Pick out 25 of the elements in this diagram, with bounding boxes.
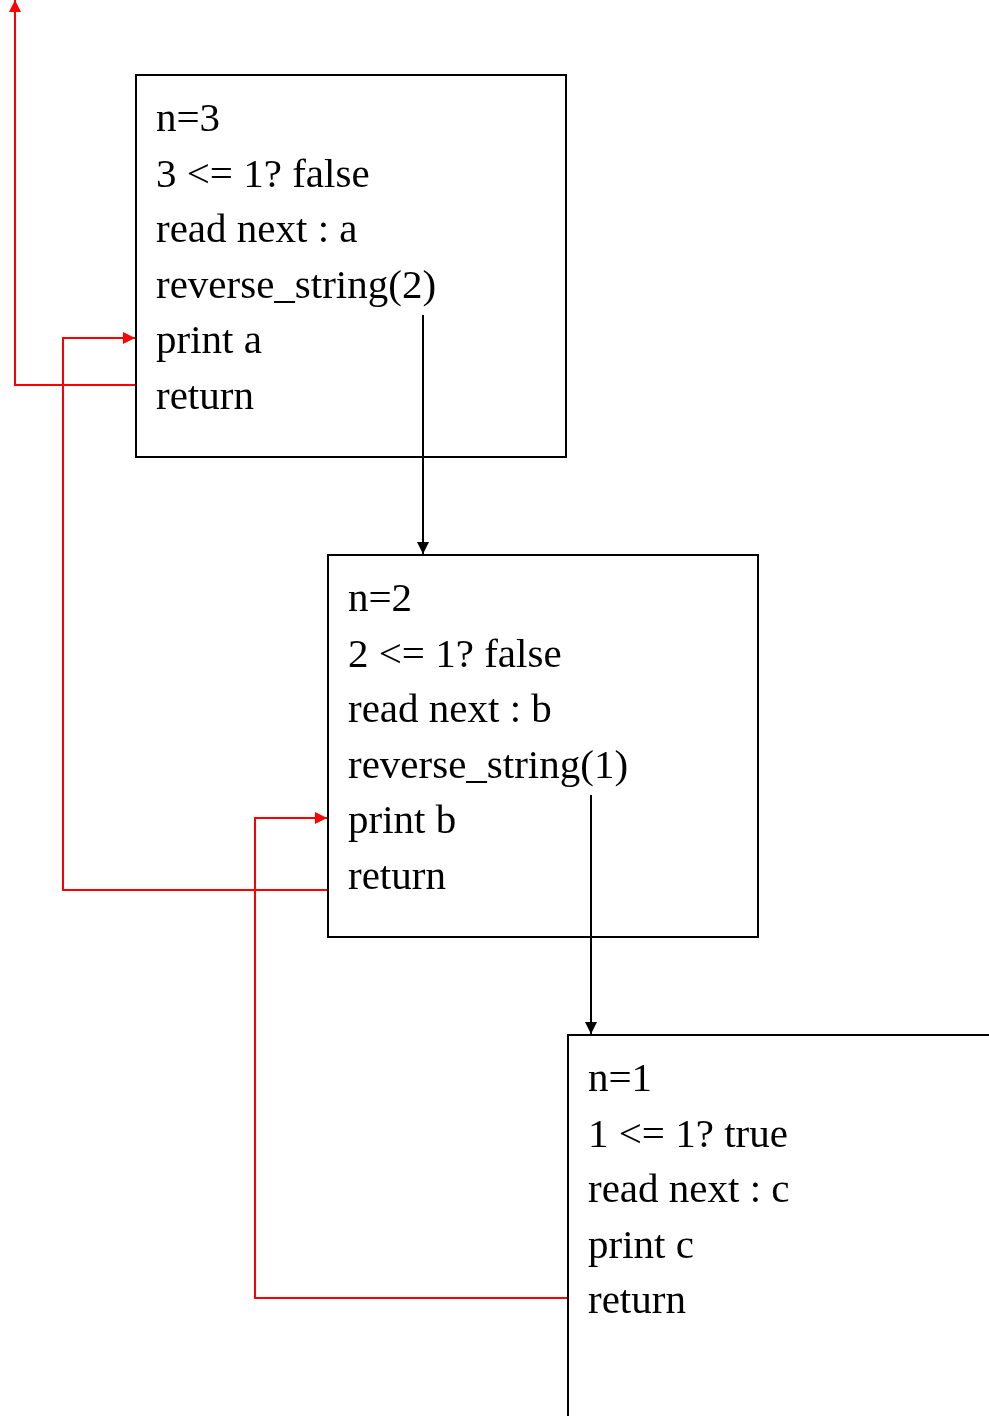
code-line: return [348,850,446,900]
process-box [135,74,567,458]
code-line: n=1 [588,1053,653,1102]
code-line: n=2 [348,573,413,622]
code-line: print b [348,795,457,844]
return-arrow [9,0,136,386]
code-line: print c [588,1219,694,1269]
code-line: print a [156,315,262,364]
code-line: read next : c [588,1164,790,1213]
code-line: 3 <= 1? false [156,148,370,198]
return-arrow [254,812,568,1299]
code-line: return [588,1275,686,1324]
code-line: return [156,370,254,420]
code-line: 1 <= 1? true [588,1108,788,1158]
code-line: reverse_string(1) [348,739,629,789]
return-arrow [62,332,328,891]
code-line: 2 <= 1? false [348,628,562,678]
process-box [327,554,759,938]
code-line: read next : b [348,684,552,733]
code-line: n=3 [156,93,221,142]
code-line: reverse_string(2) [156,259,437,309]
process-box [567,1034,989,1416]
call-arrow [585,794,597,1035]
call-arrow [417,314,429,555]
code-line: read next : a [156,204,358,253]
